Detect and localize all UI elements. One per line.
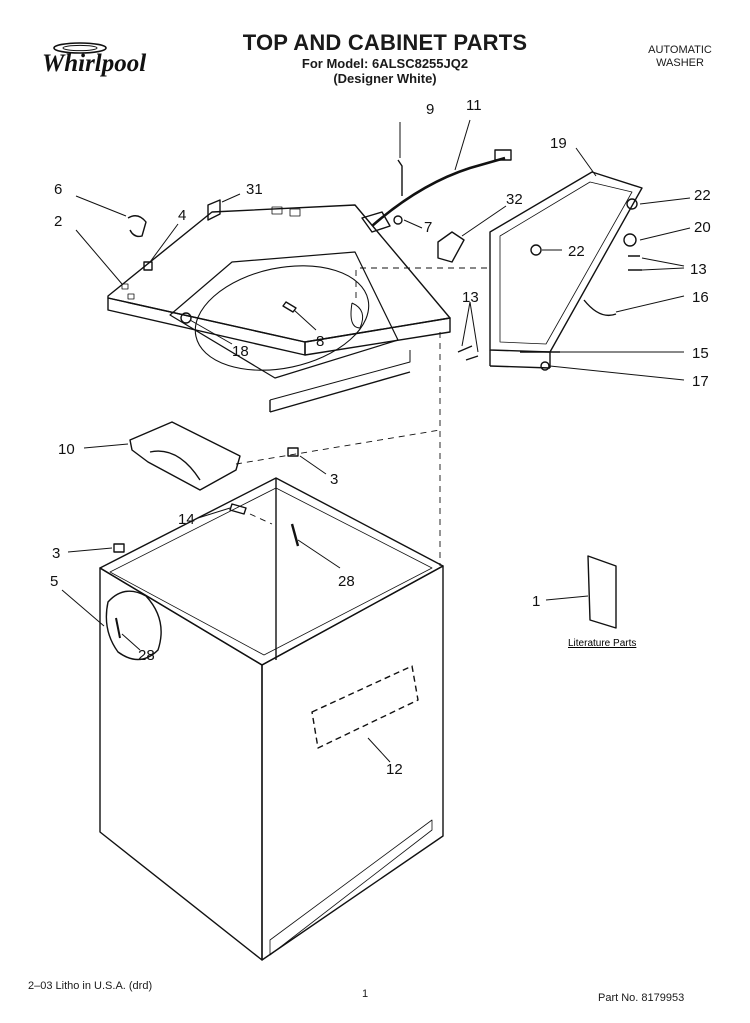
callout: 22 <box>694 187 711 204</box>
callout: 12 <box>386 761 403 778</box>
callout: 28 <box>138 647 155 664</box>
harness-connector <box>494 149 512 161</box>
cabinet-cutaway <box>105 590 162 661</box>
alignment-lines <box>235 267 490 566</box>
washer-lid <box>489 171 643 369</box>
callout: 19 <box>550 135 567 152</box>
callout: 9 <box>426 101 434 118</box>
callout: 14 <box>178 511 195 528</box>
footer-page-number: 1 <box>362 988 369 1000</box>
callout: 3 <box>52 545 60 562</box>
callout: 1 <box>532 593 540 610</box>
callout: 13 <box>690 261 707 278</box>
wire-harness <box>371 156 506 227</box>
mounting-bracket <box>129 421 241 491</box>
callout: 31 <box>246 181 263 198</box>
top-clip <box>207 199 221 221</box>
callout: 8 <box>316 333 324 350</box>
appliance-type: AUTOMATIC WASHER <box>620 44 740 70</box>
cabinet-screw-28 <box>290 523 300 547</box>
literature-booklet <box>587 555 617 629</box>
cabinet-clip-left <box>113 543 125 553</box>
callout: 17 <box>692 373 709 390</box>
model-number: For Model: 6ALSC8255JQ2 <box>301 56 469 71</box>
callout: 7 <box>424 219 432 236</box>
literature-parts-label: Literature Parts <box>568 638 636 649</box>
callout-labels: 9 11 19 6 31 22 2 4 7 32 20 22 13 13 16 … <box>50 97 711 778</box>
hinge-screws <box>628 255 642 271</box>
lid-rod <box>583 299 617 317</box>
svg-text:Whirlpool: Whirlpool <box>42 50 146 77</box>
callout: 18 <box>232 343 249 360</box>
appliance-type-line2: WASHER <box>656 57 704 69</box>
clip <box>143 261 153 271</box>
lid-hinge <box>623 233 637 247</box>
cabinet-screw-14 <box>229 503 247 515</box>
screw <box>282 301 297 313</box>
side-panel-cutout <box>311 665 419 749</box>
callout: 15 <box>692 345 709 362</box>
callout: 32 <box>506 191 523 208</box>
whirlpool-logo: Whirlpool <box>42 42 146 77</box>
page-title: TOP AND CABINET PARTS <box>242 30 528 55</box>
appliance-type-line1: AUTOMATIC <box>648 44 712 56</box>
cabinet-clip-top <box>287 447 299 457</box>
callout: 2 <box>54 213 62 230</box>
callout: 13 <box>462 289 479 306</box>
footer-part-number: Part No. 8179953 <box>598 992 685 1004</box>
model-color: (Designer White) <box>333 71 437 86</box>
lid-strike <box>437 231 465 263</box>
switch-nut <box>393 215 403 225</box>
lid-bumper-bottom <box>540 361 550 371</box>
callout: 4 <box>178 207 186 224</box>
gasket <box>180 312 192 324</box>
lid-bumper-top <box>626 198 638 210</box>
callout: 6 <box>54 181 62 198</box>
model-info: For Model: 6ALSC8255JQ2 (Designer White) <box>250 56 520 86</box>
leader-lines <box>61 119 691 763</box>
footer-litho: 2–03 Litho in U.S.A. (drd) <box>28 980 153 992</box>
callout: 11 <box>466 97 482 114</box>
callout: 5 <box>50 573 58 590</box>
callout: 10 <box>58 441 75 458</box>
cabinet-screw <box>115 617 121 639</box>
callout: 3 <box>330 471 338 488</box>
hinge-bracket <box>127 215 147 238</box>
callout: 20 <box>694 219 711 236</box>
callout: 16 <box>692 289 709 306</box>
callout: 28 <box>338 573 355 590</box>
lid-switch <box>361 211 391 233</box>
lid-bumper-inner <box>530 244 542 256</box>
washer-top-panel <box>107 204 451 413</box>
lid-switch-screw <box>397 159 403 196</box>
callout: 22 <box>568 243 585 260</box>
washer-cabinet <box>99 477 444 961</box>
front-screws <box>457 345 479 361</box>
